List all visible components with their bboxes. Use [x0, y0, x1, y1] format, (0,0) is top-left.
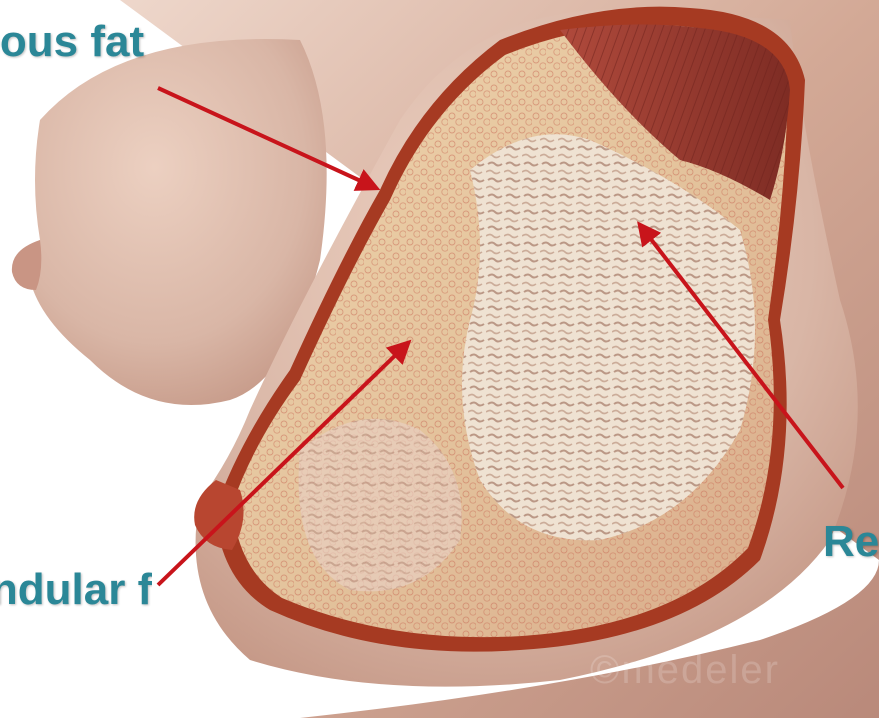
label-retromammary-fat: Retromammary fat: [823, 520, 879, 564]
watermark: ©medeler: [590, 648, 780, 693]
label-subcutaneous-fat: Subcutaneous fat: [0, 20, 150, 64]
label-intraglandular-fat: Intraglandular fat: [0, 568, 152, 612]
